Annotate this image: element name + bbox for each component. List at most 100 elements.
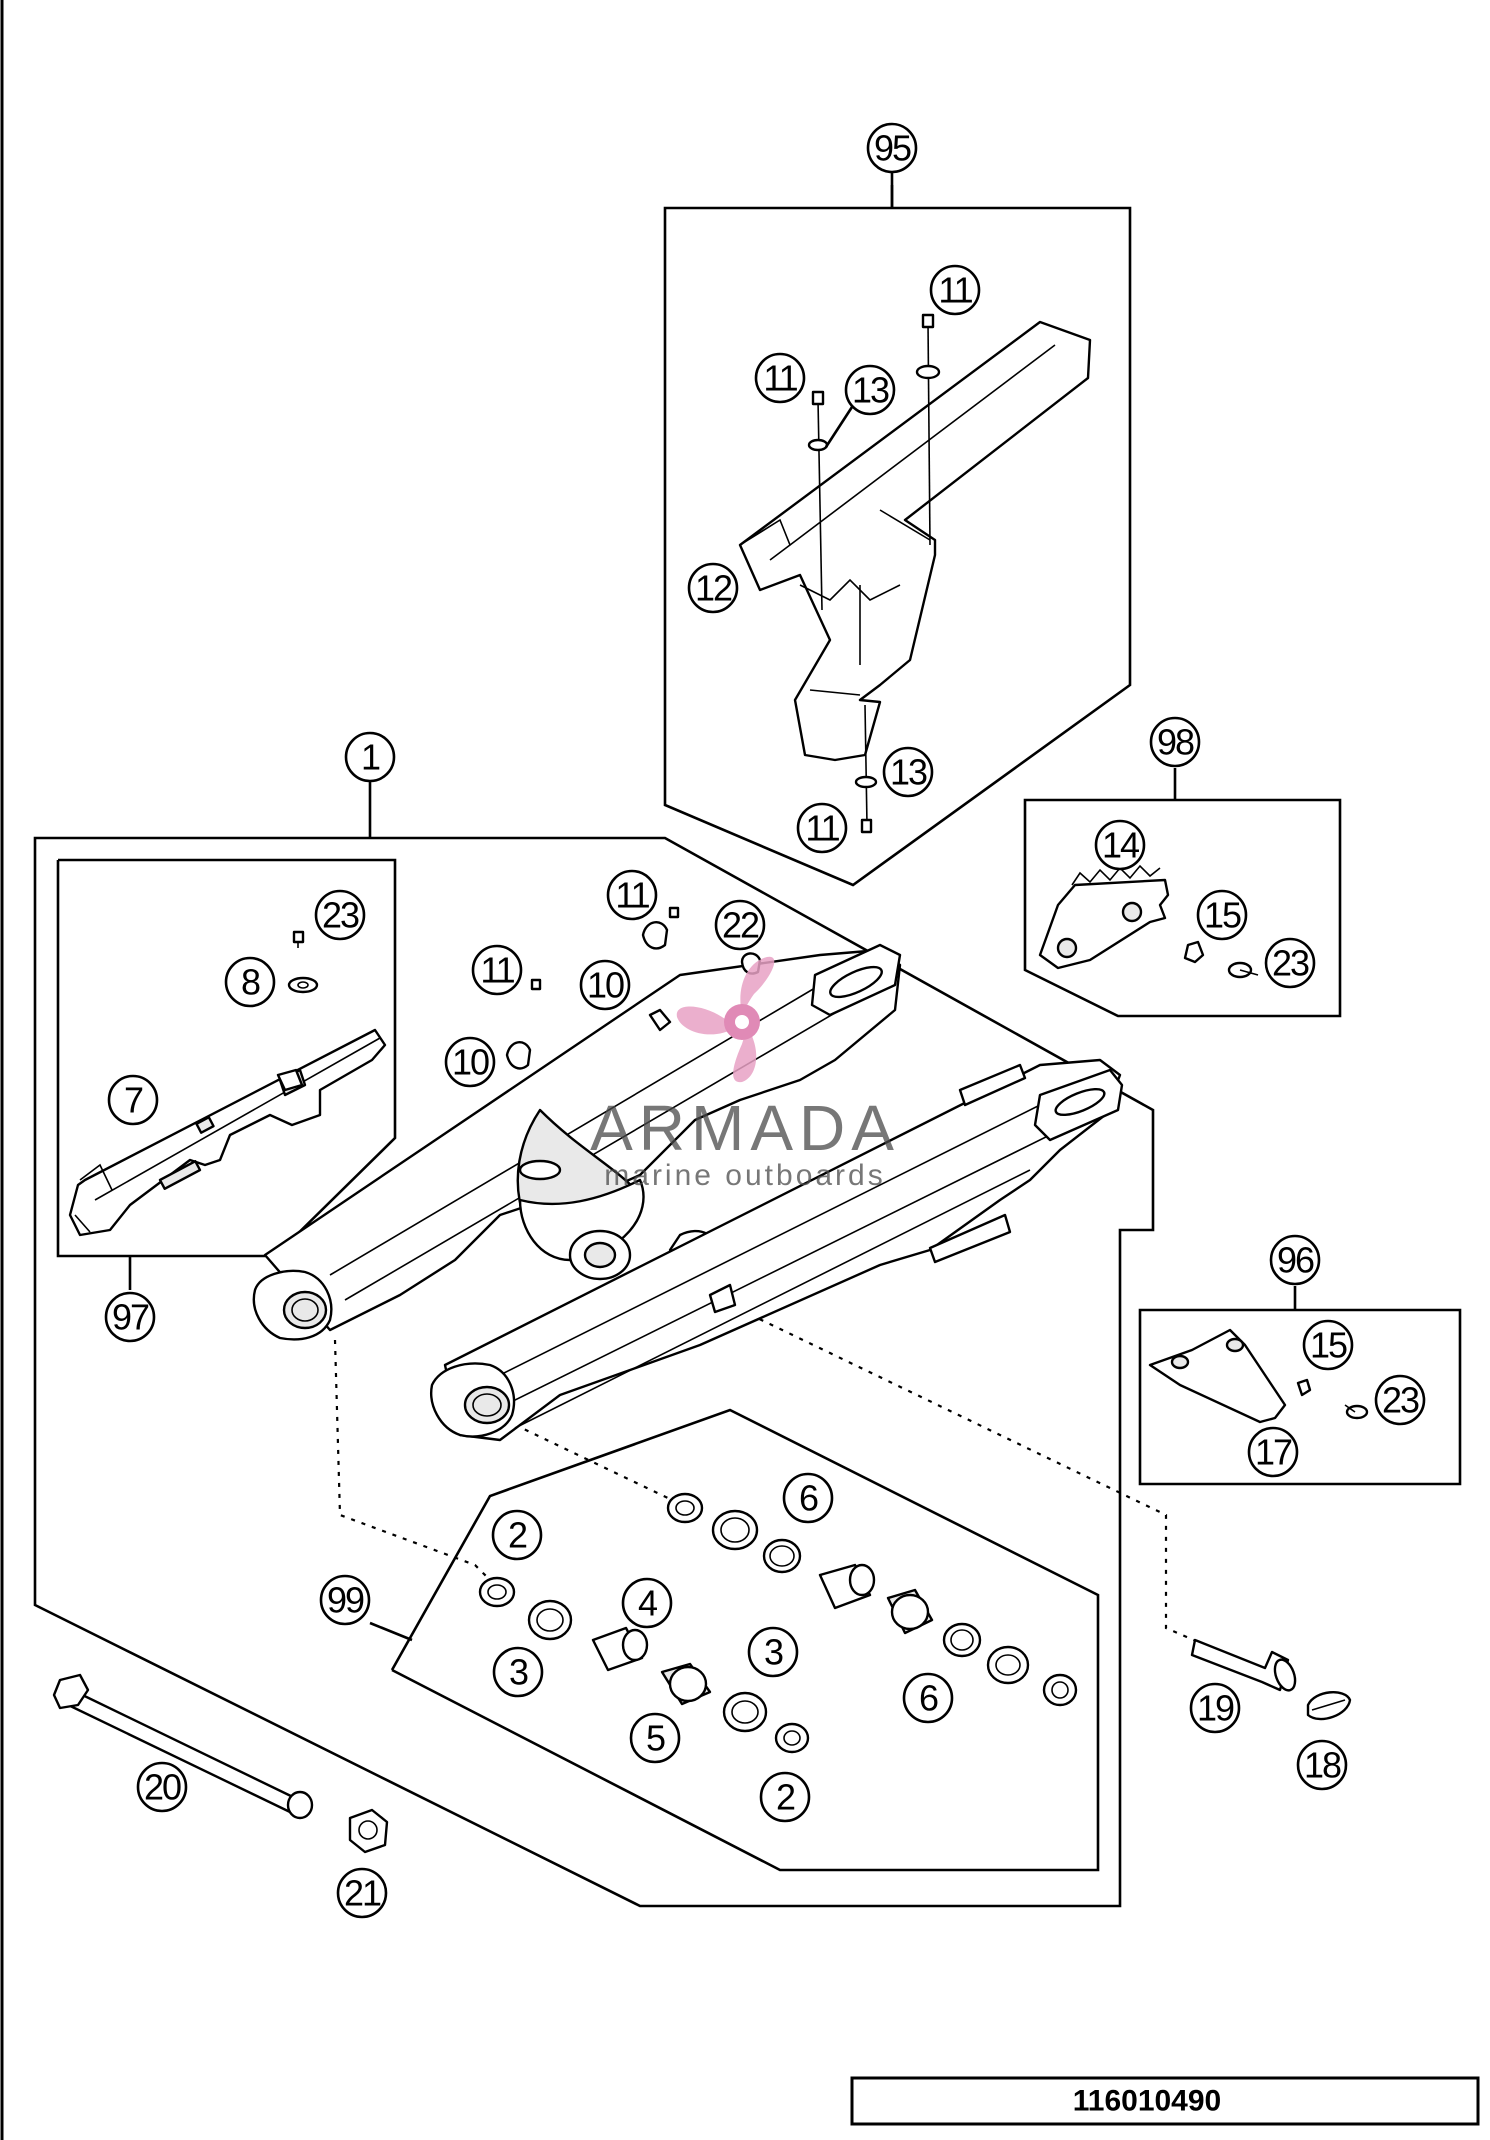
svg-text:3: 3 [509, 1652, 528, 1693]
svg-text:96: 96 [1277, 1240, 1314, 1281]
svg-text:1: 1 [361, 737, 380, 778]
callout-2: 2 [759, 1771, 811, 1823]
svg-text:98: 98 [1157, 722, 1194, 763]
pivot-nut-part [348, 1808, 389, 1854]
svg-text:23: 23 [1382, 1380, 1419, 1421]
svg-text:15: 15 [1310, 1325, 1347, 1366]
callout-17: 17 [1247, 1426, 1299, 1478]
svg-text:18: 18 [1304, 1745, 1341, 1786]
callout-15: 15 [1196, 889, 1248, 941]
diagram-number-box: 116010490 [850, 2076, 1480, 2126]
callout-20: 20 [136, 1761, 188, 1813]
svg-text:11: 11 [805, 808, 839, 849]
pivot-screw-part [1190, 1638, 1290, 1692]
callout-8: 8 [224, 956, 276, 1008]
callout-6: 6 [902, 1672, 954, 1724]
svg-text:21: 21 [344, 1873, 381, 1914]
callout-11: 11 [929, 264, 981, 316]
sprocket-guard-assembly [1038, 864, 1259, 979]
chain-guard-plate-part [1148, 1328, 1287, 1424]
callout-10: 10 [444, 1036, 496, 1088]
callout-95: 95 [866, 122, 918, 174]
assembly-lines [333, 1299, 1206, 1647]
callout-21: 21 [336, 1867, 388, 1919]
svg-text:12: 12 [695, 568, 732, 609]
svg-text:97: 97 [112, 1297, 149, 1338]
callout-3: 3 [492, 1646, 544, 1698]
callout-6: 6 [782, 1472, 834, 1524]
callout-23: 23 [1264, 937, 1316, 989]
pivot-axle-and-nut [52, 1673, 389, 1854]
watermark-logo-icon [676, 956, 775, 1083]
svg-text:14: 14 [1102, 825, 1139, 866]
callout-23: 23 [314, 889, 366, 941]
callout-97: 97 [104, 1291, 156, 1343]
chain-guard-plate-assembly [1148, 1328, 1369, 1424]
svg-text:11: 11 [938, 270, 972, 311]
svg-text:10: 10 [452, 1042, 489, 1083]
swingarm-part [252, 943, 1124, 1442]
chain-guide-part [738, 320, 1092, 762]
svg-text:6: 6 [799, 1478, 818, 1519]
svg-text:2: 2 [776, 1777, 795, 1818]
callout-3: 3 [747, 1626, 799, 1678]
svg-text:17: 17 [1255, 1432, 1292, 1473]
sprocket-guard-part [1038, 878, 1170, 970]
small-fasteners [505, 906, 762, 1070]
callout-11: 11 [606, 869, 658, 921]
svg-text:6: 6 [919, 1678, 938, 1719]
callout-5: 5 [629, 1712, 681, 1764]
callout-13: 13 [882, 746, 934, 798]
watermark: ARMADA marine outboards [590, 956, 900, 1192]
bearing-set [478, 1492, 1078, 1754]
callout-96: 96 [1269, 1234, 1321, 1286]
callout-4: 4 [621, 1577, 673, 1629]
svg-text:8: 8 [241, 962, 260, 1003]
watermark-brand: ARMADA [590, 1092, 900, 1164]
callout-22: 22 [714, 899, 766, 951]
callout-13: 13 [844, 364, 896, 416]
callout-11: 11 [471, 944, 523, 996]
svg-text:13: 13 [852, 370, 889, 411]
chain-slider-assembly [68, 930, 387, 1237]
callout-99: 99 [319, 1574, 371, 1626]
svg-text:20: 20 [144, 1767, 181, 1808]
watermark-tagline: marine outboards [604, 1159, 885, 1192]
diagram-number: 116010490 [1073, 2085, 1222, 2118]
callout-2: 2 [491, 1509, 543, 1561]
callout-15: 15 [1302, 1319, 1354, 1371]
svg-text:23: 23 [322, 895, 359, 936]
svg-text:22: 22 [722, 905, 759, 946]
callout-18: 18 [1296, 1739, 1348, 1791]
chain-slider-part [68, 1028, 387, 1237]
svg-text:95: 95 [874, 128, 911, 169]
pivot-screw-and-cap [1190, 1638, 1352, 1721]
svg-text:3: 3 [764, 1632, 783, 1673]
svg-text:19: 19 [1197, 1688, 1234, 1729]
svg-text:11: 11 [763, 358, 797, 399]
svg-text:4: 4 [638, 1583, 657, 1624]
svg-text:11: 11 [615, 875, 649, 916]
callout-12: 12 [687, 562, 739, 614]
chain-guide-assembly [738, 313, 1092, 834]
svg-text:11: 11 [480, 950, 514, 991]
callout-1: 1 [344, 731, 396, 783]
callout-19: 19 [1189, 1682, 1241, 1734]
svg-text:7: 7 [124, 1080, 143, 1121]
svg-text:99: 99 [327, 1580, 364, 1621]
callout-14: 14 [1094, 819, 1146, 871]
callout-10: 10 [579, 959, 631, 1011]
group-outlines [33, 185, 1462, 1908]
svg-text:10: 10 [587, 965, 624, 1006]
callout-23: 23 [1374, 1374, 1426, 1426]
callout-11: 11 [796, 802, 848, 854]
callout-7: 7 [107, 1074, 159, 1126]
svg-text:5: 5 [646, 1718, 665, 1759]
callout-11: 11 [754, 352, 806, 404]
svg-text:2: 2 [508, 1515, 527, 1556]
svg-text:15: 15 [1204, 895, 1241, 936]
svg-text:13: 13 [890, 752, 927, 793]
svg-text:23: 23 [1272, 943, 1309, 984]
callout-98: 98 [1149, 716, 1201, 768]
